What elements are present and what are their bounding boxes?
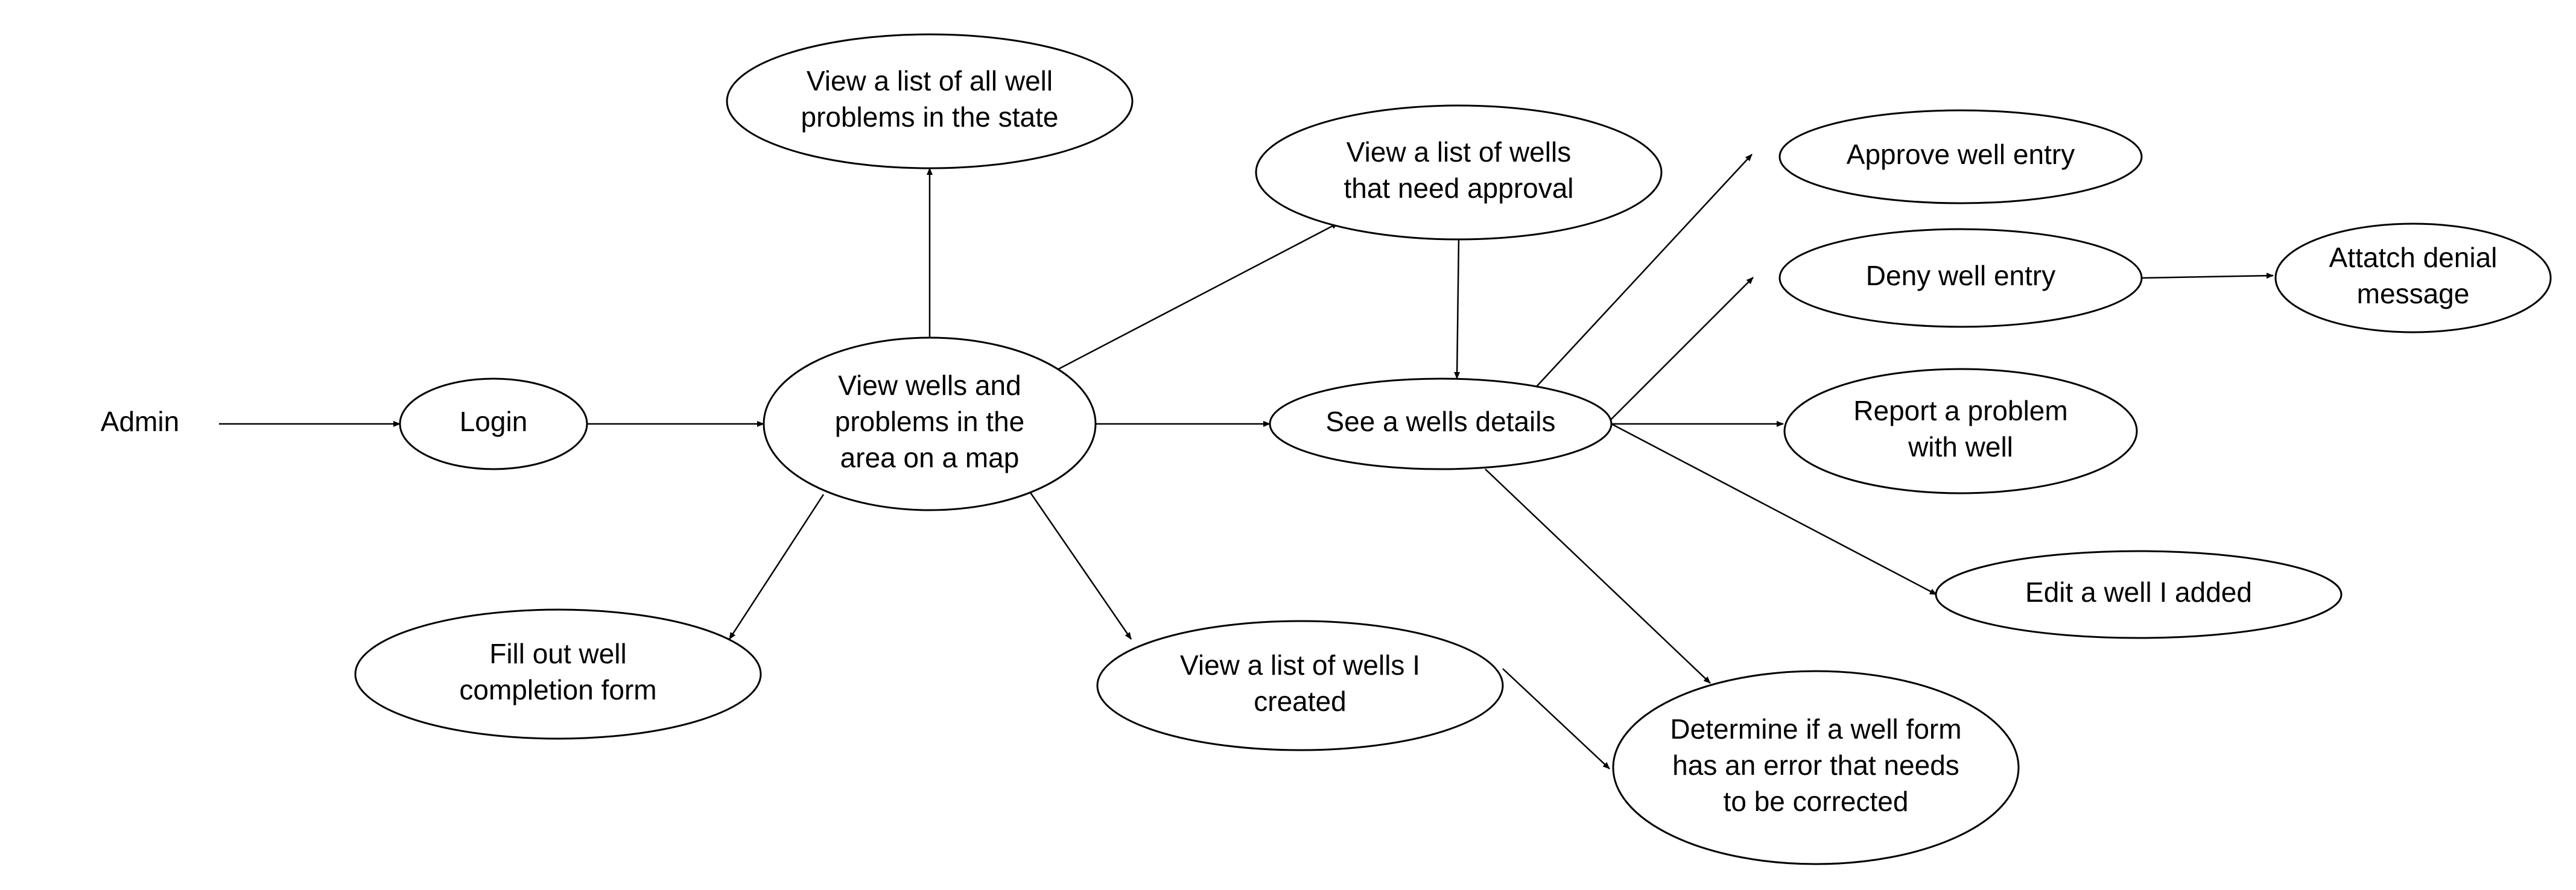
node-label: problems in the state: [801, 101, 1058, 133]
node-report-problem: Report a problem with well: [1783, 368, 2138, 494]
node-label: Attatch denial: [2329, 242, 2498, 273]
node-ellipse: [399, 377, 588, 470]
node-completion-form: Fill out well completion form: [354, 608, 762, 740]
edge-map-to-wells-created: [1029, 492, 1132, 640]
node-label: See a wells details: [1326, 406, 1556, 437]
node-denial-message: Attatch denial message: [2274, 222, 2552, 333]
node-ellipse: [726, 33, 1134, 169]
edge-wells-created-to-form-error: [1502, 668, 1610, 769]
node-label: Edit a well I added: [2025, 576, 2252, 608]
node-label: area on a map: [840, 442, 1020, 473]
node-label: completion form: [459, 674, 656, 705]
node-label: Fill out well: [489, 638, 627, 669]
node-ellipse: [1612, 670, 2020, 865]
node-ellipse: [1935, 550, 2343, 639]
node-label: View a list of all well: [807, 65, 1053, 96]
node-ellipse: [1255, 104, 1663, 241]
node-label: with well: [1908, 431, 2013, 462]
node-ellipse: [1096, 620, 1504, 751]
node-edit-well: Edit a well I added: [1935, 550, 2343, 639]
edge-well-details-to-deny-entry: [1606, 277, 1754, 424]
node-label: that need approval: [1344, 172, 1573, 204]
edge-map-to-need-approval: [1052, 222, 1339, 373]
node-ellipse: [763, 336, 1097, 511]
node-label: View a list of wells I: [1180, 649, 1420, 681]
node-label: created: [1254, 686, 1346, 717]
node-approve-entry: Approve well entry: [1778, 109, 2143, 204]
node-label: View wells and: [838, 370, 1021, 401]
nodes: Login View wells and problems in the area o…: [354, 33, 2552, 865]
node-ellipse: [1783, 368, 2138, 494]
node-problems-state: View a list of all well problems in the s…: [726, 33, 1134, 169]
admin-actor-label: Admin: [101, 406, 179, 437]
node-ellipse: [1778, 228, 2143, 328]
edge-need-approval-to-well-details: [1454, 239, 1461, 379]
node-wells-created: View a list of wells I created: [1096, 620, 1504, 751]
node-label: Determine if a well form: [1670, 713, 1961, 745]
node-ellipse: [1778, 109, 2143, 204]
node-label: Report a problem: [1853, 395, 2067, 426]
node-ellipse: [1269, 377, 1613, 470]
node-label: View a list of wells: [1347, 136, 1571, 168]
edge-well-details-to-form-error: [1485, 469, 1711, 684]
node-ellipse: [2274, 222, 2552, 333]
node-label: message: [2357, 278, 2470, 309]
edges: [219, 154, 2274, 769]
node-well-details: See a wells details: [1269, 377, 1613, 470]
node-label: Login: [460, 406, 528, 437]
node-ellipse: [354, 608, 762, 740]
node-label: Deny well entry: [1866, 260, 2055, 291]
node-deny-entry: Deny well entry: [1778, 228, 2143, 328]
node-label: Approve well entry: [1847, 139, 2075, 170]
edge-well-details-to-approve-entry: [1536, 154, 1753, 387]
edge-well-details-to-edit-well: [1611, 423, 1937, 596]
node-label: to be corrected: [1724, 786, 1909, 817]
node-map: View wells and problems in the area on a m…: [763, 336, 1097, 511]
node-form-error: Determine if a well form has an error tha…: [1612, 670, 2020, 865]
edge-map-to-completion-form: [728, 494, 825, 640]
node-login: Login: [399, 377, 588, 470]
node-label: has an error that needs: [1672, 750, 1959, 781]
node-need-approval: View a list of wells that need approval: [1255, 104, 1663, 241]
node-label: problems in the: [835, 406, 1025, 437]
edge-deny-entry-to-denial-message: [2141, 273, 2274, 279]
